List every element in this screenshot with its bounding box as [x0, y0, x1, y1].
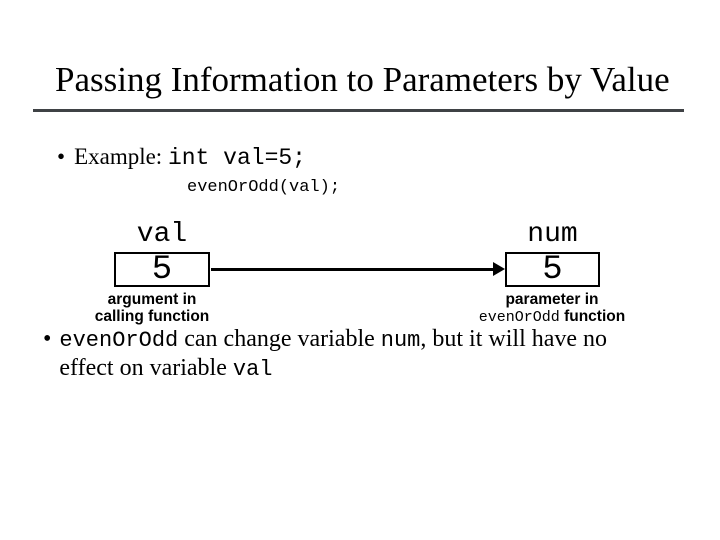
- bullet-icon: •: [57, 144, 66, 169]
- argument-value-box: 5: [114, 252, 210, 287]
- arrow-right-icon: [493, 262, 505, 276]
- parameter-value: 5: [542, 250, 563, 289]
- parameter-variable-name: num: [527, 219, 578, 250]
- conclusion-text: evenOrOdd can change variable num, but i…: [59, 326, 608, 382]
- example-code-continuation: evenOrOdd(val);: [187, 178, 341, 197]
- argument-variable-name: val: [136, 219, 188, 250]
- bullet-icon: •: [43, 326, 52, 352]
- slide-title: Passing Information to Parameters by Val…: [55, 60, 670, 99]
- parameter-value-box: 5: [505, 252, 600, 287]
- example-line: • Example: int val=5;: [57, 144, 306, 171]
- example-text: Example: int val=5;: [74, 144, 306, 171]
- argument-value: 5: [151, 250, 173, 289]
- value-copy-arrow-line: [211, 268, 494, 271]
- title-divider: [33, 109, 684, 112]
- conclusion-line: • evenOrOdd can change variable num, but…: [43, 326, 607, 384]
